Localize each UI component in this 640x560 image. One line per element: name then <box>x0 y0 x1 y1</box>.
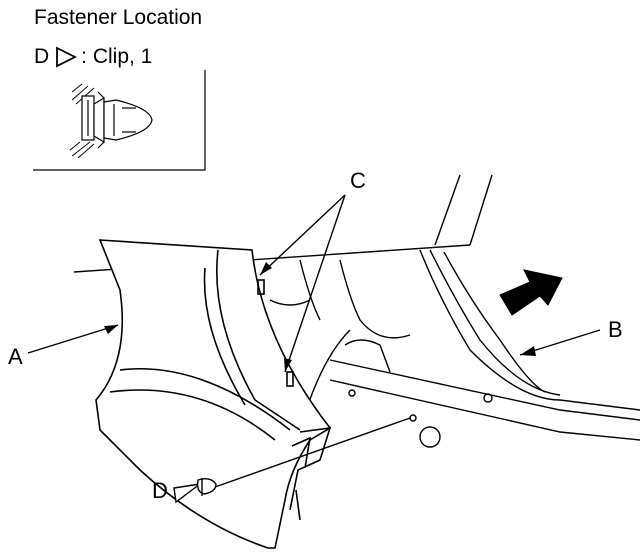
callout-c: C <box>350 168 366 193</box>
leader-arrowheads <box>104 262 536 372</box>
fastener-legend: D : Clip, 1 <box>34 45 152 69</box>
clip-d <box>173 477 217 504</box>
callout-b: B <box>608 317 623 342</box>
callout-d: D <box>152 478 168 503</box>
page-title: Fastener Location <box>34 6 203 29</box>
triangle-marker-icon <box>56 46 78 68</box>
arrow-icon <box>499 269 563 316</box>
clip-inset <box>33 70 206 171</box>
legend-letter: D <box>34 45 50 68</box>
clip-icon <box>81 91 153 149</box>
trim-panel-a <box>95 239 332 549</box>
legend-text: : Clip, 1 <box>81 45 153 68</box>
callout-a: A <box>8 344 23 369</box>
